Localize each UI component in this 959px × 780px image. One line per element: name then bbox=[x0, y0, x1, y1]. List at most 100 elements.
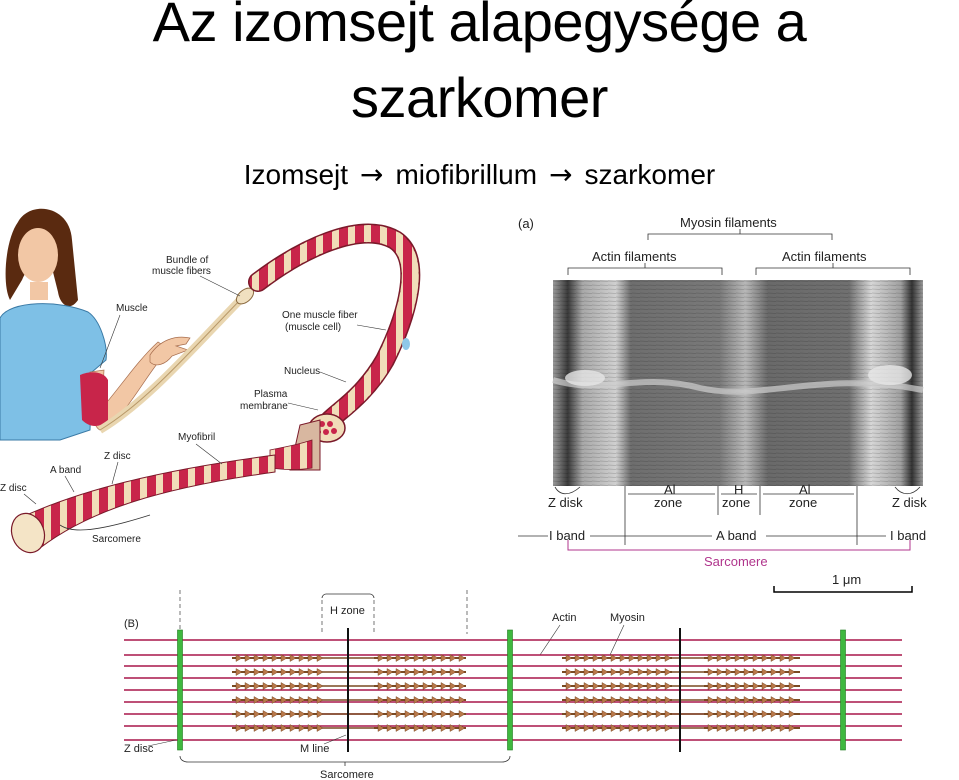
myosin-head bbox=[619, 682, 627, 690]
myosin-head bbox=[743, 710, 751, 718]
myosin-head bbox=[377, 710, 385, 718]
myosin-head bbox=[440, 724, 448, 732]
myosin-head bbox=[646, 724, 654, 732]
myosin-head bbox=[262, 682, 270, 690]
myosin-head bbox=[610, 682, 618, 690]
myosin-head bbox=[743, 668, 751, 676]
myosin-head bbox=[734, 710, 742, 718]
label-sarcomere-b: Sarcomere bbox=[320, 769, 374, 780]
label-hzone: H zone bbox=[330, 605, 365, 617]
myosin-head bbox=[752, 724, 760, 732]
label-zdisc-b: Z disc bbox=[124, 743, 154, 755]
myosin-head bbox=[716, 654, 724, 662]
myosin-head bbox=[298, 682, 306, 690]
label-aband: A band bbox=[716, 528, 757, 543]
myosin-head bbox=[413, 654, 421, 662]
label-al-left-2: zone bbox=[654, 495, 682, 510]
myosin-head bbox=[307, 654, 315, 662]
myosin-head bbox=[280, 654, 288, 662]
myosin-head bbox=[271, 710, 279, 718]
myosin-head bbox=[592, 696, 600, 704]
z-disc bbox=[840, 629, 846, 751]
myosin-head bbox=[752, 696, 760, 704]
myosin-head bbox=[565, 696, 573, 704]
myosin-head bbox=[431, 668, 439, 676]
myosin-head bbox=[583, 668, 591, 676]
myosin-head bbox=[449, 668, 457, 676]
page-title-line1: Az izomsejt alapegysége a bbox=[152, 0, 807, 53]
arrow-right-icon: → bbox=[360, 158, 384, 191]
myosin-head bbox=[725, 710, 733, 718]
label-bundle-1: Bundle of bbox=[166, 255, 208, 266]
myosin-head bbox=[761, 696, 769, 704]
myosin-head bbox=[716, 696, 724, 704]
myofibril bbox=[19, 454, 276, 549]
myosin-head bbox=[716, 724, 724, 732]
myosin-head bbox=[395, 668, 403, 676]
myosin-head bbox=[637, 710, 645, 718]
myosin-head bbox=[280, 710, 288, 718]
myosin-head bbox=[574, 654, 582, 662]
myosin-head bbox=[619, 696, 627, 704]
myosin-head bbox=[761, 682, 769, 690]
myosin-head bbox=[307, 710, 315, 718]
label-bundle-2: muscle fibers bbox=[152, 266, 211, 277]
myosin-head bbox=[646, 710, 654, 718]
myosin-head bbox=[761, 668, 769, 676]
myosin-head bbox=[422, 724, 430, 732]
label-fiber-1: One muscle fiber bbox=[282, 310, 358, 321]
label-zdisc-left: Z disc bbox=[0, 483, 27, 494]
myosin-head bbox=[377, 668, 385, 676]
myosin-head bbox=[395, 654, 403, 662]
myosin-head bbox=[592, 668, 600, 676]
myosin-head bbox=[413, 710, 421, 718]
subtitle-item-szarkomer: szarkomer bbox=[584, 159, 716, 190]
myosin-head bbox=[298, 724, 306, 732]
myosin-head bbox=[628, 668, 636, 676]
myosin-head bbox=[458, 710, 466, 718]
panel-a-micrograph: (a) Myosin filaments Actin filaments Act… bbox=[518, 215, 927, 593]
myosin-head bbox=[316, 654, 324, 662]
label-aband: A band bbox=[50, 465, 81, 476]
myosin-head bbox=[395, 710, 403, 718]
myosin-head bbox=[707, 696, 715, 704]
myosin-head bbox=[601, 654, 609, 662]
myosin-head bbox=[601, 710, 609, 718]
label-scale: 1 μm bbox=[832, 572, 861, 587]
subtitle: Izomsejt→miofibrillum→szarkomer bbox=[0, 158, 959, 192]
z-disc bbox=[177, 629, 183, 751]
myosin-head bbox=[413, 696, 421, 704]
myosin-head bbox=[377, 682, 385, 690]
myosin-head bbox=[271, 682, 279, 690]
myosin-head bbox=[574, 710, 582, 718]
myosin-head bbox=[574, 682, 582, 690]
label-plasma-1: Plasma bbox=[254, 389, 288, 400]
myosin-head bbox=[395, 682, 403, 690]
myosin-head bbox=[779, 724, 787, 732]
myosin-head bbox=[307, 682, 315, 690]
myosin-head bbox=[592, 710, 600, 718]
myosin-head bbox=[788, 668, 796, 676]
myosin-head bbox=[253, 682, 261, 690]
myosin-head bbox=[637, 682, 645, 690]
label-myosin: Myosin bbox=[610, 612, 645, 624]
myosin-head bbox=[664, 668, 672, 676]
filament-lattice bbox=[124, 628, 902, 752]
myosin-head bbox=[253, 696, 261, 704]
myosin-head bbox=[761, 724, 769, 732]
myosin-head bbox=[734, 696, 742, 704]
myosin-head bbox=[601, 696, 609, 704]
myosin-head bbox=[280, 668, 288, 676]
myosin-head bbox=[404, 654, 412, 662]
myosin-head bbox=[235, 654, 243, 662]
myosin-head bbox=[244, 724, 252, 732]
myosin-head bbox=[289, 654, 297, 662]
myosin-head bbox=[244, 668, 252, 676]
label-fiber-2: (muscle cell) bbox=[285, 322, 341, 333]
myosin-head bbox=[646, 682, 654, 690]
subtitle-item-miofibrillum: miofibrillum bbox=[395, 159, 538, 190]
label-mline: M line bbox=[300, 743, 329, 755]
myosin-head bbox=[458, 696, 466, 704]
myosin-head bbox=[289, 696, 297, 704]
myosin-head bbox=[655, 668, 663, 676]
